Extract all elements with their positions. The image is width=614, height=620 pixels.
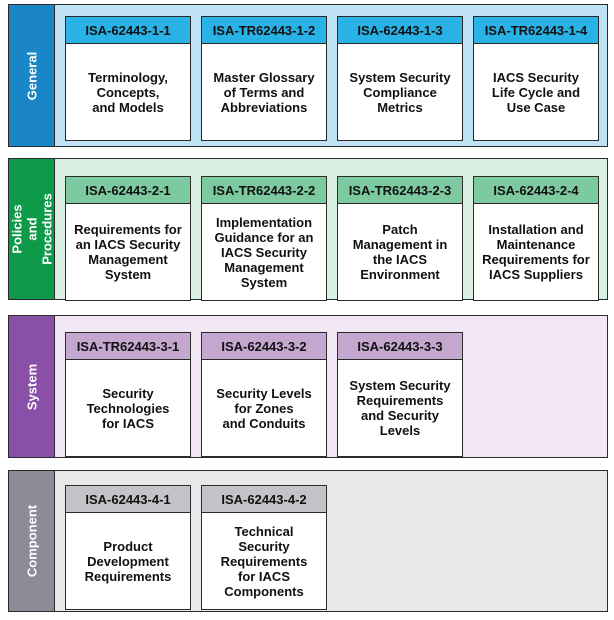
card-isa-62443-1-1[interactable]: ISA-62443-1-1 Terminology, Concepts, and…: [65, 16, 191, 141]
card-title: System Security Compliance Metrics: [349, 69, 451, 115]
card-isa-62443-3-2[interactable]: ISA-62443-3-2 Security Levels for Zones …: [201, 332, 327, 457]
card-title: Requirements for an IACS Security Manage…: [74, 222, 182, 282]
card-title: Implementation Guidance for an IACS Secu…: [214, 214, 314, 290]
band-body-system: ISA-TR62443-3-1 Security Technologies fo…: [55, 316, 607, 457]
card-header: ISA-TR62443-2-3: [338, 177, 462, 204]
card-header: ISA-TR62443-3-1: [66, 333, 190, 360]
band-label-text: Policies and Procedures: [9, 193, 54, 265]
card-title: Master Glossary of Terms and Abbreviatio…: [213, 69, 315, 115]
card-isa-62443-2-1[interactable]: ISA-62443-2-1 Requirements for an IACS S…: [65, 176, 191, 301]
card-isa-62443-4-2[interactable]: ISA-62443-4-2 Technical Security Require…: [201, 485, 327, 610]
card-title: Installation and Maintenance Requirement…: [482, 222, 590, 282]
band-component: Component ISA-62443-4-1 Product Developm…: [8, 470, 608, 612]
card-isa-tr62443-2-2[interactable]: ISA-TR62443-2-2 Implementation Guidance …: [201, 176, 327, 301]
band-label-system: System: [9, 316, 55, 457]
band-policies-and-procedures: Policies and Procedures ISA-62443-2-1 Re…: [8, 158, 608, 301]
band-label-text: General: [24, 51, 39, 100]
card-header: ISA-62443-4-1: [66, 486, 190, 513]
card-header: ISA-TR62443-1-2: [202, 17, 326, 44]
band-label-component: Component: [9, 471, 55, 611]
card-header: ISA-62443-3-2: [202, 333, 326, 360]
card-isa-62443-3-3[interactable]: ISA-62443-3-3 System Security Requiremen…: [337, 332, 463, 457]
card-title: IACS Security Life Cycle and Use Case: [491, 69, 581, 115]
card-title: Security Levels for Zones and Conduits: [216, 385, 312, 431]
band-body-component: ISA-62443-4-1 Product Development Requir…: [55, 471, 607, 611]
card-isa-tr62443-1-4[interactable]: ISA-TR62443-1-4 IACS Security Life Cycle…: [473, 16, 599, 141]
card-header: ISA-62443-4-2: [202, 486, 326, 513]
card-header: ISA-62443-2-1: [66, 177, 190, 204]
card-header: ISA-62443-3-3: [338, 333, 462, 360]
card-title: Security Technologies for IACS: [86, 385, 170, 431]
band-label-text: System: [24, 363, 39, 410]
card-isa-tr62443-2-3[interactable]: ISA-TR62443-2-3 Patch Management in the …: [337, 176, 463, 301]
card-header: ISA-TR62443-1-4: [474, 17, 598, 44]
band-label-policies: Policies and Procedures: [9, 159, 55, 299]
band-body-policies: ISA-62443-2-1 Requirements for an IACS S…: [55, 159, 607, 301]
card-header: ISA-TR62443-2-2: [202, 177, 326, 204]
card-title: Patch Management in the IACS Environment: [352, 222, 448, 282]
card-header: ISA-62443-1-1: [66, 17, 190, 44]
card-title: Technical Security Requirements for IACS…: [220, 523, 308, 599]
card-isa-tr62443-3-1[interactable]: ISA-TR62443-3-1 Security Technologies fo…: [65, 332, 191, 457]
card-isa-62443-4-1[interactable]: ISA-62443-4-1 Product Development Requir…: [65, 485, 191, 610]
card-title: Product Development Requirements: [84, 538, 172, 584]
band-label-general: General: [9, 5, 55, 146]
card-isa-tr62443-1-2[interactable]: ISA-TR62443-1-2 Master Glossary of Terms…: [201, 16, 327, 141]
band-label-text: Component: [24, 504, 39, 578]
card-title: Terminology, Concepts, and Models: [88, 69, 168, 115]
card-header: ISA-62443-2-4: [474, 177, 598, 204]
band-body-general: ISA-62443-1-1 Terminology, Concepts, and…: [55, 5, 607, 146]
band-system: System ISA-TR62443-3-1 Security Technolo…: [8, 315, 608, 458]
card-isa-62443-1-3[interactable]: ISA-62443-1-3 System Security Compliance…: [337, 16, 463, 141]
card-header: ISA-62443-1-3: [338, 17, 462, 44]
band-general: General ISA-62443-1-1 Terminology, Conce…: [8, 4, 608, 147]
card-title: System Security Requirements and Securit…: [349, 378, 451, 438]
card-isa-62443-2-4[interactable]: ISA-62443-2-4 Installation and Maintenan…: [473, 176, 599, 301]
